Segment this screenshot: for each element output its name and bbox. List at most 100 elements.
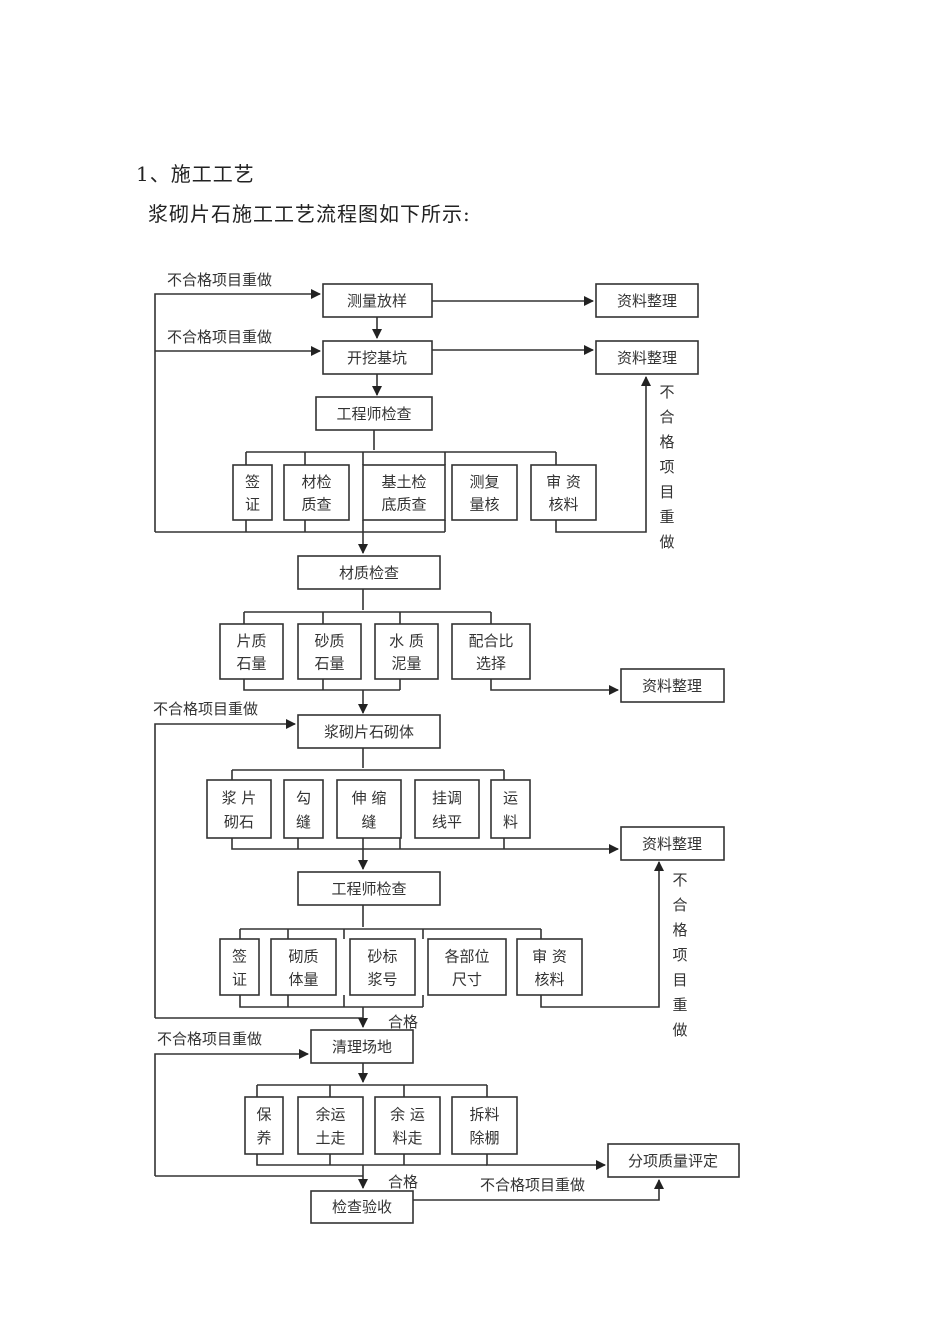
sub-step-label: 体量 [288,970,318,988]
vertical-redo-char: 格 [672,921,687,939]
vertical-redo-char: 目 [659,483,674,501]
sub-step-label: 测复 [469,473,499,491]
arrow [490,679,619,695]
step-label: 检查验收 [332,1198,392,1216]
records-box: 资料整理 [620,668,725,703]
redo-arrow [154,719,296,1018]
sub-step-label: 签 [232,947,247,965]
step-acceptance: 检查验收 [310,1190,414,1224]
sub-step-label: 养 [256,1129,271,1147]
sub-step-label: 砂质 [314,632,344,650]
sub-step-label: 砌石 [224,813,254,831]
sub-step-box: 水 质泥量 [374,623,439,680]
sub-step-label: 尺寸 [452,970,482,988]
sub-step-label: 伸 缩 [352,789,387,807]
vertical-redo-char: 不 [672,871,687,889]
vertical-redo-char: 格 [659,433,674,451]
sub-step-label: 配合比 [468,632,513,650]
sub-step-label: 浆号 [367,970,397,988]
sub-step-label: 证 [232,970,247,988]
sub-step-label: 质查 [301,496,331,514]
sub-step-box: 签证 [232,464,273,521]
sub-step-label: 保 [256,1106,271,1124]
vertical-redo-char: 不 [659,383,674,401]
arrow [486,1154,606,1170]
vertical-redo-char: 做 [672,1021,687,1039]
sub-step-label: 基土检 [381,473,426,491]
step-label: 浆砌片石砌体 [324,723,414,741]
sub-step-label: 线平 [432,813,462,831]
step-label: 开挖基坑 [347,349,407,367]
redo-arrow [154,1049,309,1176]
sub-step-label: 石量 [314,655,344,673]
sub-step-label: 片质 [236,632,266,650]
sub-step-label: 土走 [315,1129,345,1147]
connector [239,995,424,1008]
step-label: 清理场地 [332,1038,392,1056]
connector [239,928,542,939]
sub-step-box: 运料 [490,779,531,839]
sub-step-label: 余运 [315,1106,345,1124]
sub-step-label: 余 运 [390,1106,425,1124]
records-label: 资料整理 [617,292,677,310]
sub-step-label: 缝 [361,813,376,831]
step-label: 材质检查 [339,564,399,582]
pass-label: 合格 [388,1173,418,1191]
pass-label: 合格 [388,1013,418,1031]
step-label: 工程师检查 [336,405,411,423]
sub-step-label: 材检 [301,473,331,491]
step-excavate: 开挖基坑 [322,340,433,375]
sub-step-label: 挂调 [432,789,462,807]
records-label: 资料整理 [642,835,702,853]
sub-step-label: 砌质 [288,947,318,965]
sub-step-label: 砂标 [367,947,397,965]
sub-step-label: 证 [245,496,260,514]
sub-step-box: 签证 [219,938,260,996]
vertical-redo-char: 重 [672,996,687,1014]
connector [155,520,446,533]
sub-step-label: 料走 [392,1129,422,1147]
redo-label: 不合格项目重做 [153,700,258,718]
sub-step-label: 水 质 [389,632,424,650]
sub-step-label: 拆料 [469,1106,499,1124]
records-label: 资料整理 [642,677,702,695]
redo-label: 不合格项目重做 [167,328,272,346]
sub-step-label: 审 资 [546,473,581,491]
step-masonry: 浆砌片石砌体 [297,714,441,749]
sub-step-box: 伸 缩缝 [336,779,402,839]
step-label: 工程师检查 [331,880,406,898]
sub-step-label: 浆 片 [222,789,257,807]
redo-label: 不合格项目重做 [480,1176,585,1194]
records-box: 资料整理 [620,826,725,861]
sub-step-label: 运 [503,789,518,807]
redo-arrow [154,289,321,532]
connector [243,679,401,691]
sub-step-box: 审 资核料 [516,938,583,996]
sub-step-box: 勾缝 [283,779,324,839]
sub-step-label: 签 [245,473,260,491]
connector [256,1154,487,1166]
sub-step-label: 泥量 [391,655,421,673]
vertical-redo-char: 项 [672,946,687,964]
sub-step-box: 浆 片砌石 [206,779,272,839]
sub-step-label: 各部位 [444,947,489,965]
vertical-redo-char: 项 [659,458,674,476]
vertical-redo-char: 合 [659,408,674,426]
redo-arrow [413,1179,664,1201]
redo-label: 不合格项目重做 [157,1030,262,1048]
sub-step-box: 保养 [244,1096,284,1155]
redo-arrow [540,861,664,1008]
vertical-redo-char: 重 [659,508,674,526]
records-label: 资料整理 [617,349,677,367]
